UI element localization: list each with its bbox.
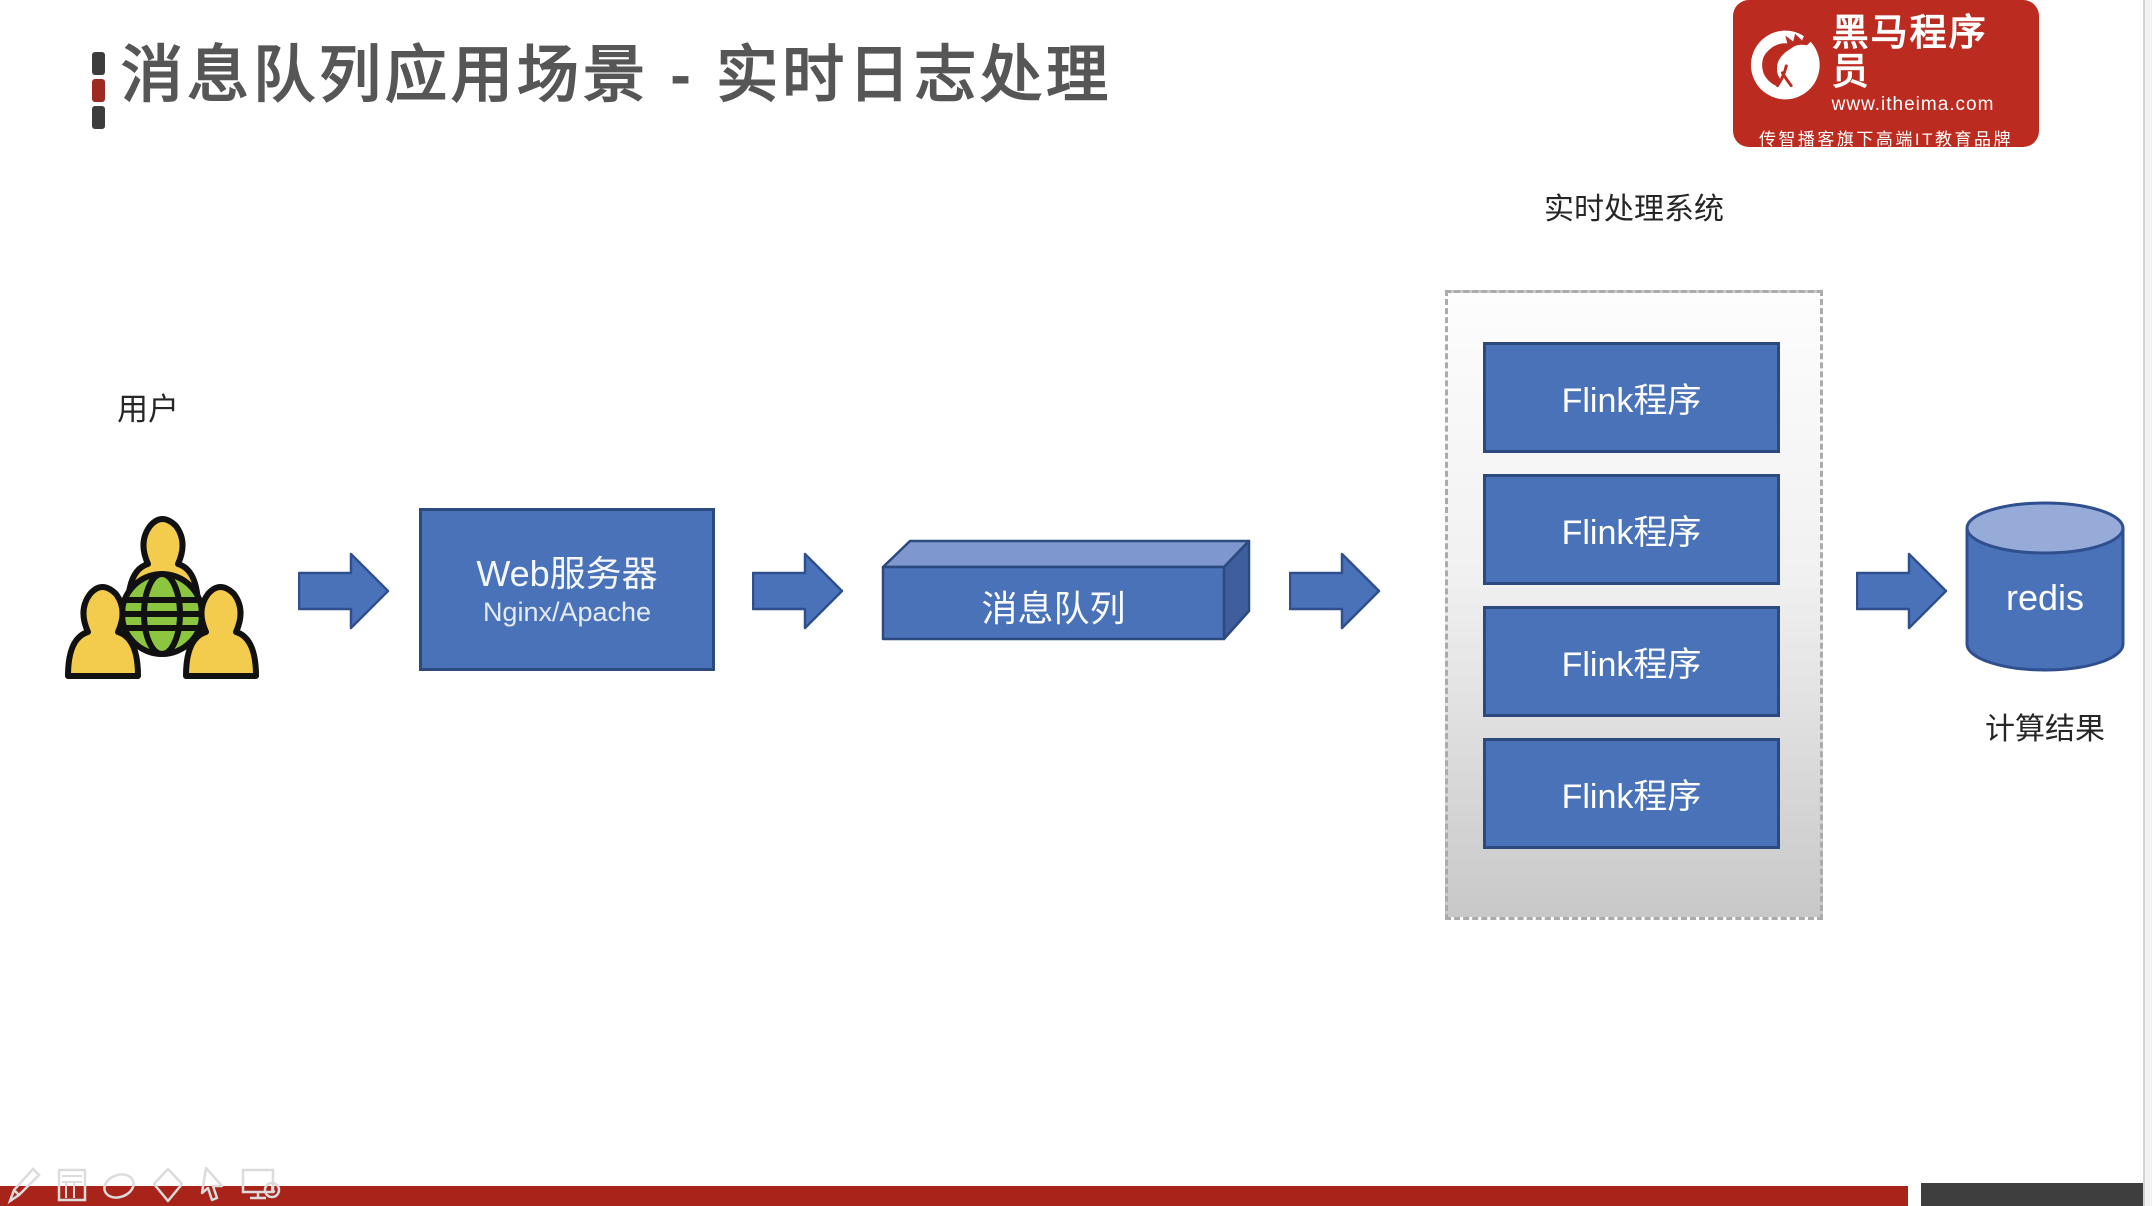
arrow-right-icon bbox=[298, 552, 390, 630]
watermark-toolbar bbox=[6, 1164, 281, 1204]
processing-system-container: Flink程序 Flink程序 Flink程序 Flink程序 bbox=[1445, 290, 1823, 920]
arrow-right-icon bbox=[1856, 552, 1948, 630]
title-bullet-icon bbox=[92, 52, 105, 133]
message-queue-cube-icon bbox=[881, 539, 1251, 641]
flink-node: Flink程序 bbox=[1483, 342, 1780, 453]
flink-node: Flink程序 bbox=[1483, 738, 1780, 849]
arrow-right-icon bbox=[752, 552, 844, 630]
redis-database-icon bbox=[1965, 501, 2125, 672]
users-icon bbox=[65, 516, 259, 679]
user-label: 用户 bbox=[117, 392, 179, 427]
footer-dark-bar bbox=[1921, 1183, 2143, 1206]
logo-text: 黑马程序员 www.itheima.com bbox=[1831, 12, 2023, 116]
logo-brand: 黑马程序员 bbox=[1831, 12, 1988, 92]
flink-node: Flink程序 bbox=[1483, 474, 1780, 585]
web-server-node: Web服务器 Nginx/Apache bbox=[419, 508, 715, 671]
processing-system-label: 实时处理系统 bbox=[1544, 193, 1724, 226]
pencil-icon bbox=[7, 1167, 41, 1204]
result-label: 计算结果 bbox=[1985, 713, 2105, 746]
logo-tagline: 传智播客旗下高端IT教育品牌 bbox=[1758, 129, 2014, 149]
horse-logo-icon bbox=[1750, 30, 1820, 100]
bullet-segment bbox=[92, 106, 105, 129]
bullet-segment bbox=[92, 52, 105, 75]
arrow-right-icon bbox=[1289, 552, 1381, 630]
footer-red-bar bbox=[0, 1186, 1908, 1206]
message-queue-label: 消息队列 bbox=[981, 588, 1126, 629]
logo-row: 黑马程序员 www.itheima.com bbox=[1749, 12, 2023, 116]
brand-logo: 黑马程序员 www.itheima.com 传智播客旗下高端IT教育品牌 bbox=[1733, 0, 2039, 149]
diamond-icon bbox=[152, 1167, 184, 1203]
cursor-icon bbox=[200, 1166, 224, 1202]
logo-url: www.itheima.com bbox=[1831, 93, 1995, 115]
calculator-icon bbox=[57, 1168, 87, 1202]
monitor-icon bbox=[241, 1168, 281, 1200]
bullet-segment bbox=[92, 79, 105, 102]
flink-node: Flink程序 bbox=[1483, 606, 1780, 717]
ellipse-icon bbox=[103, 1173, 135, 1199]
page-title: 消息队列应用场景 - 实时日志处理 bbox=[121, 41, 1113, 110]
redis-label: redis bbox=[2005, 577, 2085, 618]
slide-right-edge bbox=[2143, 0, 2152, 1206]
web-server-title: Web服务器 bbox=[476, 552, 658, 594]
web-server-subtitle: Nginx/Apache bbox=[482, 597, 652, 628]
